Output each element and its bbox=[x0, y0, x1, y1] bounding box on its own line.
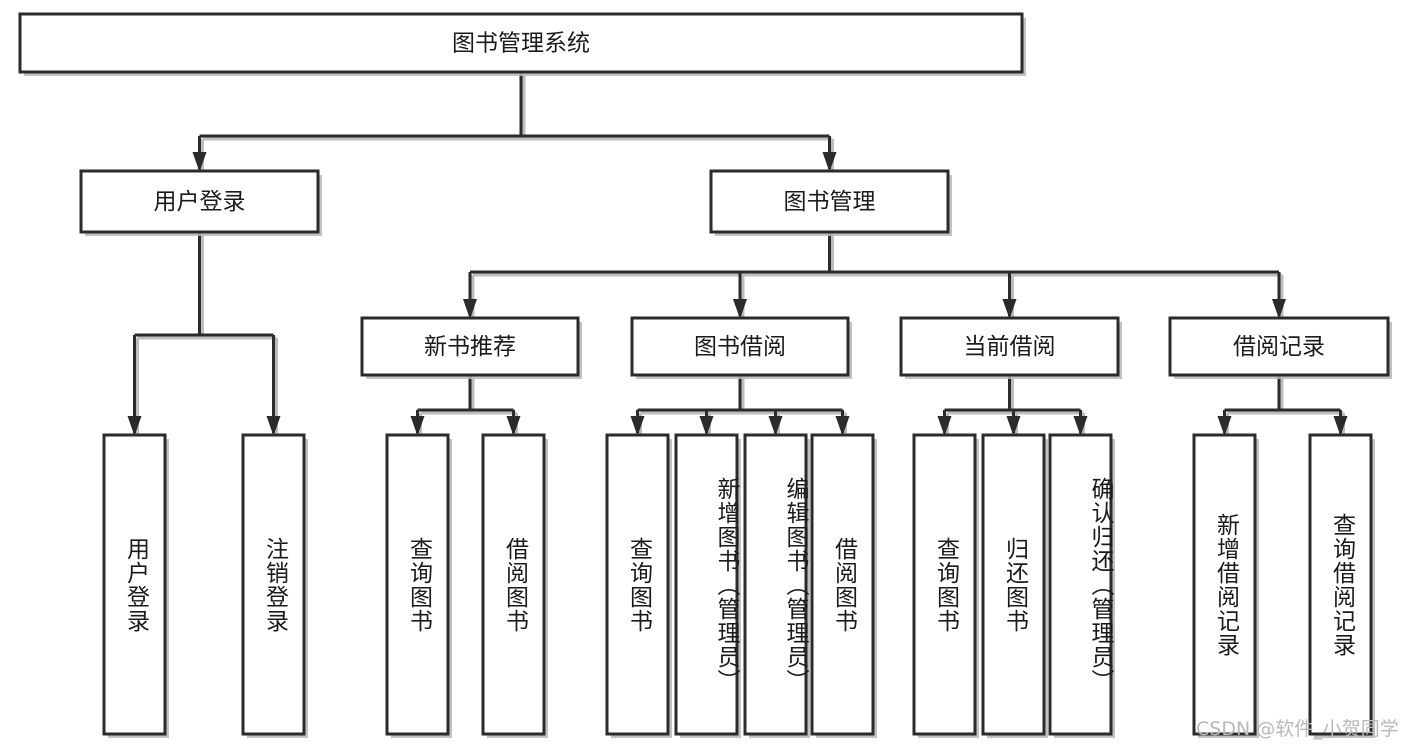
arrow-head-icon bbox=[266, 416, 281, 436]
connector-links bbox=[127, 72, 1348, 438]
node-label: 用户登录 bbox=[154, 189, 246, 215]
node-current-borrow[interactable]: 当前借阅 bbox=[899, 316, 1122, 379]
arrow-head-icon bbox=[1006, 416, 1021, 436]
node-leaf-return-book[interactable] bbox=[981, 433, 1048, 738]
arrow-head-icon bbox=[463, 299, 477, 319]
node-leaf-borrow-book[interactable] bbox=[810, 433, 877, 738]
arrow-head-icon bbox=[506, 416, 521, 436]
arrow-head-icon bbox=[127, 416, 142, 436]
node-leaf-query-book-borrow[interactable] bbox=[605, 433, 672, 738]
node-leaf-user-login[interactable] bbox=[102, 433, 169, 738]
node-book-manage[interactable]: 图书管理 bbox=[709, 169, 952, 236]
node-leaf-add-book[interactable] bbox=[674, 433, 741, 738]
arrow-head-icon bbox=[733, 299, 747, 319]
node-book-borrow[interactable]: 图书借阅 bbox=[630, 316, 852, 379]
arrow-head-icon bbox=[192, 152, 207, 172]
node-label: 借阅记录 bbox=[1233, 334, 1325, 360]
node-leaf-borrow-book-rec[interactable] bbox=[481, 433, 548, 738]
node-leaf-confirm-return[interactable] bbox=[1048, 433, 1115, 738]
node-leaf-edit-book[interactable] bbox=[743, 433, 810, 738]
arrow-head-icon bbox=[1217, 416, 1232, 436]
node-root[interactable]: 图书管理系统 bbox=[18, 12, 1026, 76]
node-label: 图书借阅 bbox=[694, 334, 786, 360]
arrow-head-icon bbox=[1333, 416, 1348, 436]
arrow-head-icon bbox=[768, 416, 783, 436]
node-leaf-query-book-rec[interactable] bbox=[385, 433, 452, 738]
node-label: 当前借阅 bbox=[964, 334, 1056, 360]
arrow-head-icon bbox=[630, 416, 645, 436]
node-leaf-logout[interactable] bbox=[241, 433, 308, 738]
node-leaf-query-book-current[interactable] bbox=[912, 433, 979, 738]
node-label: 新书推荐 bbox=[424, 334, 516, 360]
node-label: 图书管理系统 bbox=[452, 31, 590, 57]
arrow-head-icon bbox=[822, 152, 837, 172]
node-borrow-record[interactable]: 借阅记录 bbox=[1168, 316, 1392, 379]
arrow-head-icon bbox=[1002, 299, 1017, 319]
node-leaf-add-record[interactable] bbox=[1192, 433, 1259, 738]
node-new-book-recommend[interactable]: 新书推荐 bbox=[360, 316, 582, 379]
arrow-head-icon bbox=[410, 416, 425, 436]
arrow-head-icon bbox=[699, 416, 714, 436]
node-label: 图书管理 bbox=[784, 189, 876, 215]
csdn-watermark: CSDN @软件_小贺同学 bbox=[1196, 718, 1399, 740]
node-user-login[interactable]: 用户登录 bbox=[79, 169, 322, 236]
arrow-head-icon bbox=[1073, 416, 1088, 436]
arrow-head-icon bbox=[937, 416, 952, 436]
arrow-head-icon bbox=[1272, 299, 1286, 319]
arrow-head-icon bbox=[835, 416, 850, 436]
node-leaf-query-record[interactable] bbox=[1308, 433, 1375, 738]
